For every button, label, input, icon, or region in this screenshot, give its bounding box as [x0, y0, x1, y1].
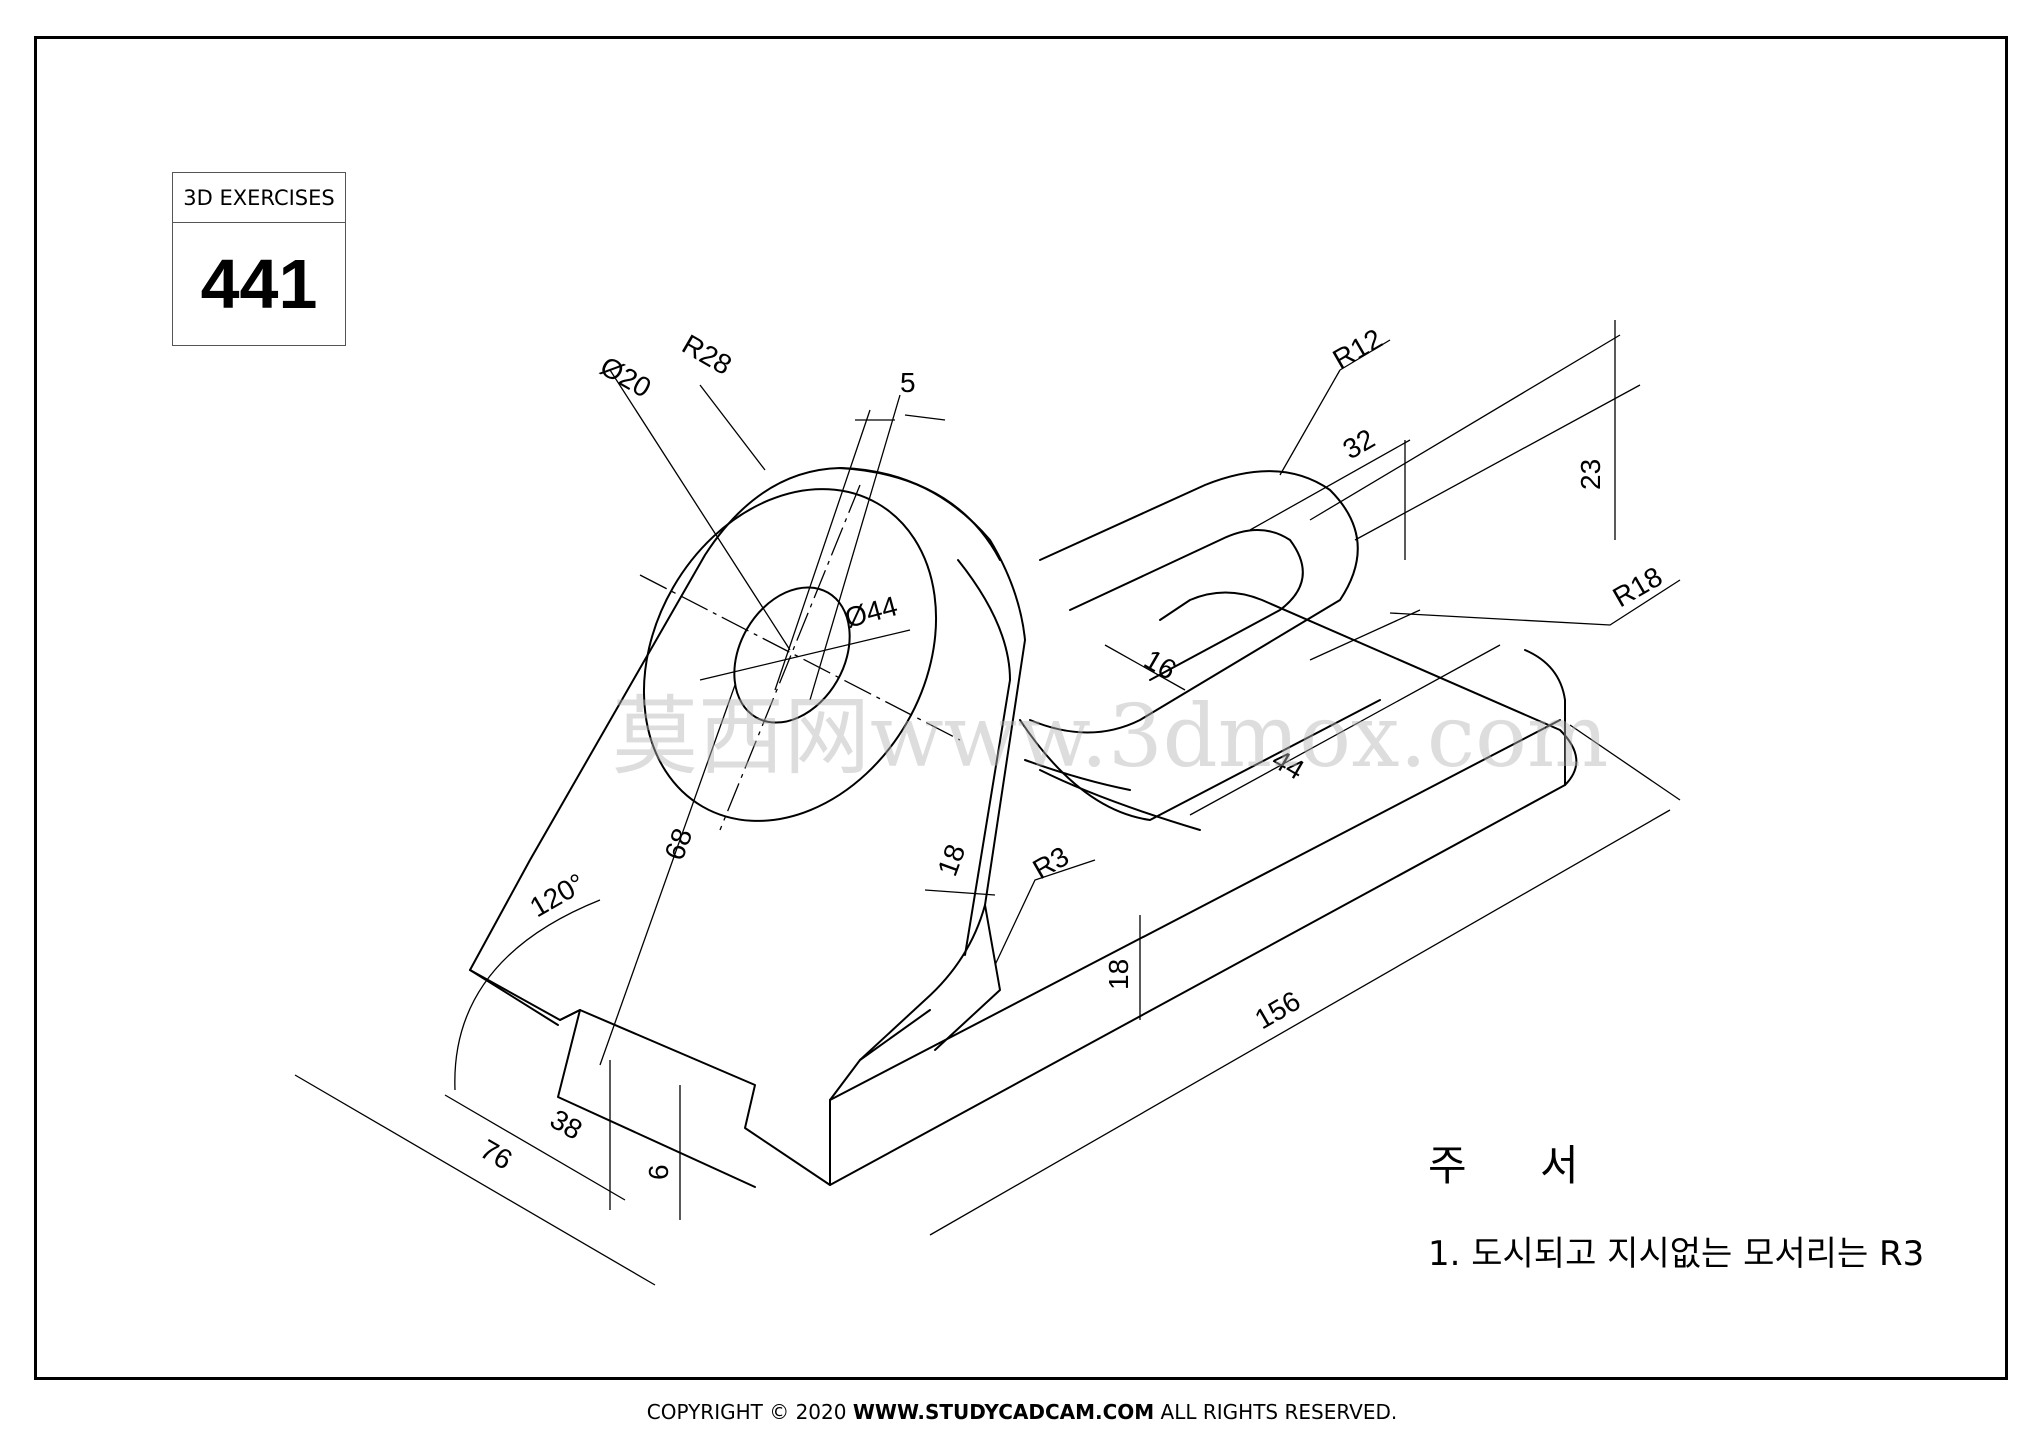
dim-120: 120° — [525, 867, 591, 923]
dim-68: 68 — [659, 824, 699, 864]
sheet-border — [34, 36, 2008, 1380]
dim-32: 32 — [1338, 423, 1380, 465]
dim-6: 6 — [643, 1164, 674, 1180]
exercise-title-block: 3D EXERCISES 441 — [172, 172, 346, 346]
exercise-label: 3D EXERCISES — [173, 173, 345, 223]
dim-156: 156 — [1250, 985, 1306, 1035]
watermark: 莫西网www.3dmox.com — [612, 687, 1609, 787]
footer-prefix: COPYRIGHT © 2020 — [646, 1400, 853, 1424]
dim-18-base: 18 — [1103, 959, 1134, 990]
dim-d44: Ø44 — [842, 590, 901, 634]
notes-item: 1. 도시되고 지시없는 모서리는 R3 — [1428, 1234, 1925, 1274]
exercise-number: 441 — [200, 245, 318, 323]
dim-5: 5 — [900, 367, 916, 398]
dim-r18: R18 — [1608, 561, 1668, 614]
dim-18-rib: 18 — [932, 840, 972, 880]
dim-76: 76 — [475, 1133, 517, 1175]
lug-face — [642, 488, 938, 822]
footer: COPYRIGHT © 2020 WWW.STUDYCADCAM.COM ALL… — [0, 1400, 2044, 1424]
bore-44 — [733, 586, 851, 724]
notes-title: 주 서 — [1428, 1141, 1609, 1190]
dim-r3: R3 — [1028, 840, 1075, 885]
slot-outline — [1029, 470, 1359, 734]
dim-r12: R12 — [1328, 323, 1388, 376]
dim-r28: R28 — [677, 328, 737, 381]
dim-38: 38 — [545, 1103, 587, 1145]
footer-suffix: ALL RIGHTS RESERVED. — [1154, 1400, 1398, 1424]
footer-site: WWW.STUDYCADCAM.COM — [852, 1400, 1155, 1424]
dim-23: 23 — [1575, 459, 1606, 490]
dim-d20: Ø20 — [595, 350, 656, 403]
